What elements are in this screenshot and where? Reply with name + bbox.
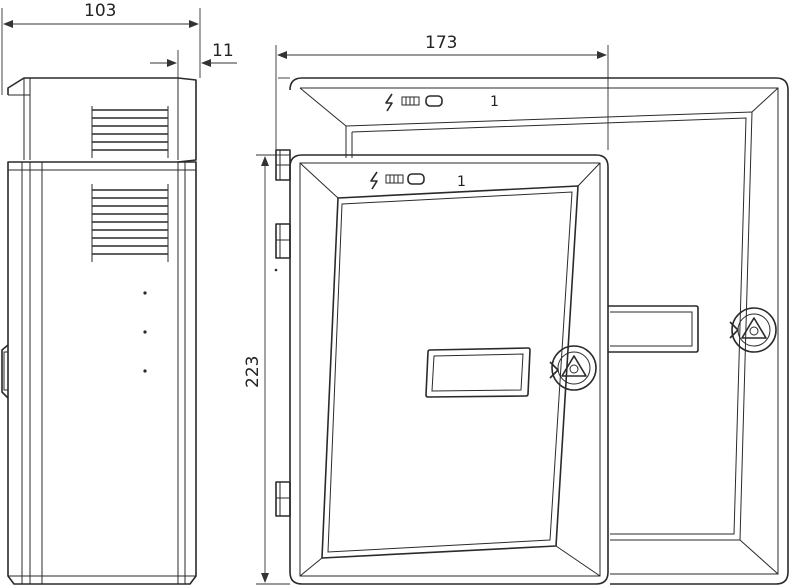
width-label: 173 [425,33,457,53]
front-slot-number: 1 [457,174,466,190]
dimension-height: 223 [243,154,290,585]
depth-label: 103 [84,1,116,21]
switch-icon [425,95,443,107]
hinge-middle [275,223,291,259]
dimension-door-step: 11 [150,41,237,78]
connector-icon [401,96,420,106]
connector-icon [385,174,404,184]
door-label-plate [425,347,531,398]
upper-vent [91,106,169,158]
front-view-rear-door: 1 [278,77,789,585]
side-view [1,77,197,585]
hinge-top [275,149,291,181]
switch-icon [407,173,425,185]
front-indicator-row: 1 [370,171,466,190]
height-label: 223 [243,356,263,388]
rear-slot-number: 1 [490,94,499,110]
front-view-front-door: 1 [274,149,609,585]
lightning-bolt-icon [385,93,393,112]
rear-lock-icon [729,307,777,353]
dimension-depth: 103 [1,1,201,95]
rear-indicator-row: 1 [385,93,499,112]
lower-vent [91,184,169,262]
door-step-label: 11 [212,41,234,61]
hinge-bottom [275,481,291,517]
front-lock-icon [549,345,597,391]
dimension-width: 173 [275,33,609,150]
lightning-bolt-icon [370,171,378,190]
